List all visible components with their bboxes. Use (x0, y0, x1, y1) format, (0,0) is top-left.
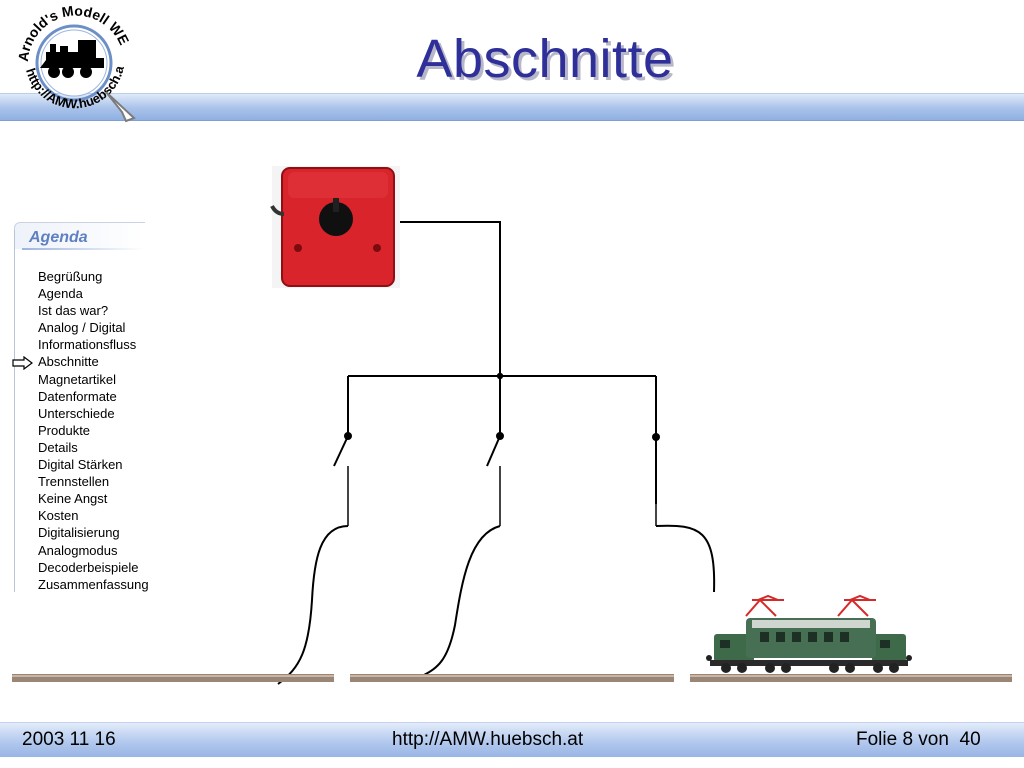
agenda-item[interactable]: Kosten (38, 508, 79, 524)
agenda-item[interactable]: Digitalisierung (38, 525, 120, 541)
section-switch-3-closed (652, 408, 660, 526)
header-band (0, 93, 1024, 121)
agenda-item[interactable]: Agenda (38, 286, 83, 302)
track-sections (12, 674, 1012, 682)
agenda-item[interactable]: Ist das war? (38, 303, 109, 319)
track-feed-wires (277, 524, 716, 685)
electric-locomotive (706, 594, 912, 673)
footer-url[interactable]: http://AMW.huebsch.at (392, 729, 584, 750)
agenda-item[interactable]: Decoderbeispiele (38, 559, 139, 575)
agenda-list: Begrüßung Agenda Ist das war? Analog / D… (38, 268, 149, 593)
agenda-item[interactable]: Datenformate (38, 388, 117, 404)
current-item-arrow-icon (12, 356, 33, 370)
analog-controller (270, 166, 400, 288)
agenda-item[interactable]: Trennstellen (38, 474, 110, 490)
agenda-item[interactable]: Begrüßung (38, 269, 103, 284)
agenda-item[interactable]: Digital Stärken (38, 457, 123, 473)
junction-dot (496, 372, 504, 380)
agenda-item[interactable]: Analog / Digital (38, 320, 126, 336)
section-switch-2 (486, 432, 504, 526)
slide-title: Abschnitte (416, 29, 674, 89)
footer-band (0, 722, 1024, 757)
agenda-item[interactable]: Zusammenfassung (38, 576, 149, 592)
agenda-item[interactable]: Magnetartikel (38, 371, 117, 387)
locomotive-logo-icon (40, 40, 104, 78)
agenda-item[interactable]: Details (38, 439, 78, 455)
section-switch-1 (333, 432, 352, 526)
footer-page-number: Folie 8 von 40 (856, 729, 981, 750)
agenda-border (14, 230, 15, 592)
agenda-underline (22, 248, 144, 250)
amw-logo[interactable]: Arnold's Modell WEB http://AMW.huebsch.a… (10, 0, 140, 125)
agenda-tab (14, 222, 145, 249)
agenda-item[interactable]: Produkte (38, 422, 91, 438)
agenda-item[interactable]: Analogmodus (38, 542, 118, 558)
cursor-icon (105, 91, 136, 123)
agenda-item[interactable]: Unterschiede (38, 405, 115, 421)
agenda-item-current[interactable]: Abschnitte (38, 354, 99, 370)
agenda-item[interactable]: Keine Angst (38, 491, 108, 507)
agenda-item[interactable]: Informationsfluss (38, 337, 137, 353)
agenda-heading: Agenda (29, 229, 88, 246)
footer-date: 2003 11 16 (22, 729, 116, 750)
